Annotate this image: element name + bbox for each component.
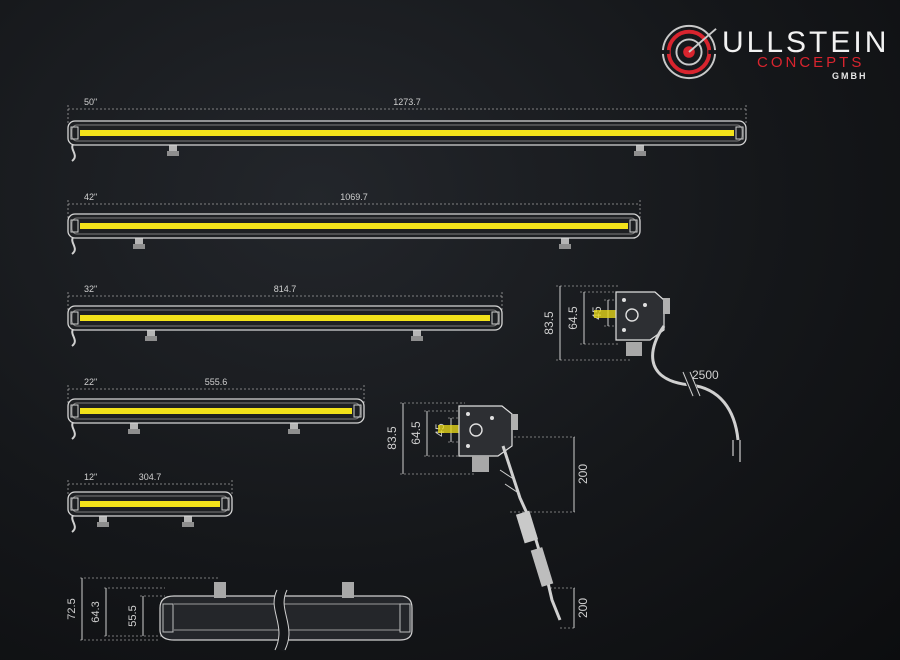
mount-bracket: [290, 421, 298, 431]
bar-inch-label: 50": [84, 97, 97, 107]
led-strip: [80, 408, 352, 414]
mount-bracket: [184, 514, 192, 524]
dim-83-5-top: 83.5: [542, 311, 556, 335]
light-bar: 22" 555.6: [67, 377, 365, 440]
mount-bracket: [147, 328, 155, 338]
mount-bracket: [135, 236, 143, 246]
bar-inch-label: 32": [84, 284, 97, 294]
dim-83-5-mid: 83.5: [385, 426, 399, 450]
mount-bracket: [561, 236, 569, 246]
brand-suffix: GMBH: [832, 71, 868, 81]
bar-length-label: 304.7: [139, 472, 162, 482]
led-strip: [80, 501, 220, 507]
brand-name: ULLSTEIN: [722, 26, 890, 59]
dim-64-5-top: 64.5: [566, 306, 580, 330]
mount-bracket: [169, 143, 177, 153]
dim-72-5: 72.5: [66, 598, 78, 619]
dim-55-5: 55.5: [127, 605, 139, 626]
bar-inch-label: 12": [84, 472, 97, 482]
light-bar: 12" 304.7: [67, 472, 233, 533]
bar-length-label: 1069.7: [340, 192, 368, 202]
dim-200-b: 200: [576, 598, 590, 618]
bar-length-label: 1273.7: [393, 97, 421, 107]
side-view-mid: 83.5 64.5 45 200 200: [385, 402, 590, 629]
led-strip: [80, 223, 628, 229]
bar-inch-label: 22": [84, 377, 97, 387]
bar-inch-label: 42": [84, 192, 97, 202]
light-bar: 50" 1273.7: [67, 97, 747, 162]
mount-bracket: [130, 421, 138, 431]
brand-sub: CONCEPTS: [757, 54, 865, 71]
dim-64-3: 64.3: [90, 601, 102, 622]
dim-64-5-mid: 64.5: [409, 421, 423, 445]
front-view: 72.5 64.3 55.5: [66, 577, 413, 653]
mount-bracket: [99, 514, 107, 524]
led-strip: [80, 315, 490, 321]
side-view-top: 83.5 64.5 45 2500: [542, 285, 741, 462]
light-bar: 42" 1069.7: [67, 192, 641, 255]
bar-length-label: 555.6: [205, 377, 228, 387]
brand-logo: ULLSTEIN CONCEPTS GMBH: [660, 20, 890, 85]
led-strip: [80, 130, 734, 136]
light-bars: 50" 1273.7 42" 1069.7 32" 814.7 22" 555.6 12" 304…: [67, 97, 747, 533]
bar-length-label: 814.7: [274, 284, 297, 294]
mount-bracket: [413, 328, 421, 338]
dim-2500: 2500: [692, 368, 719, 382]
light-bar: 32" 814.7: [67, 284, 503, 347]
mount-bracket: [636, 143, 644, 153]
dim-200-a: 200: [576, 464, 590, 484]
target-logo-icon: [660, 24, 718, 80]
